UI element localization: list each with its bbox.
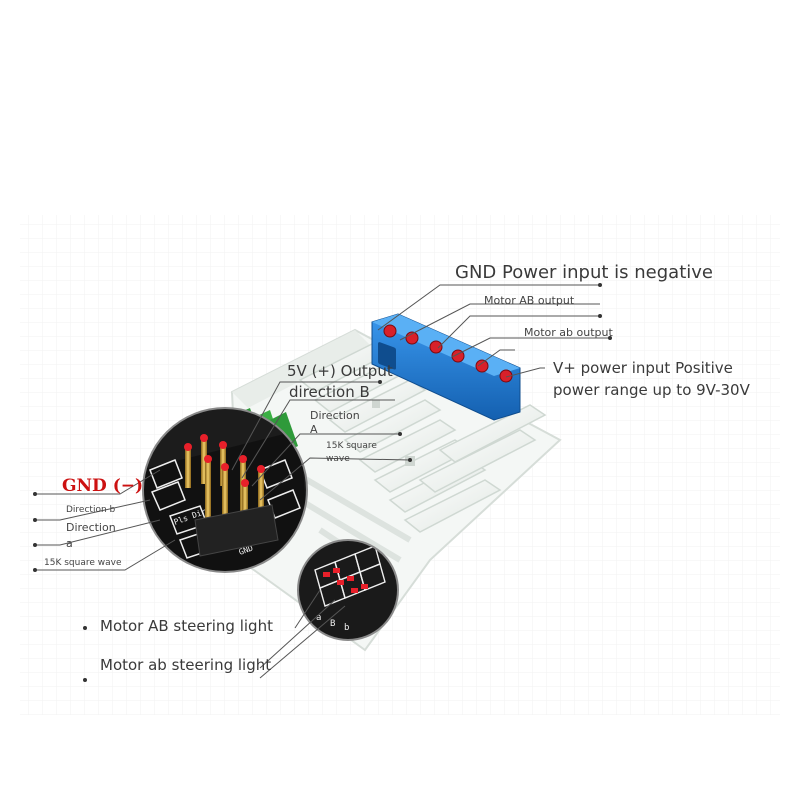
- terminal-block: [371, 313, 521, 421]
- label-gnd-minus: GND (−): [62, 476, 144, 496]
- label-square-wave-left: 15K square wave: [44, 558, 122, 568]
- label-motor-ab-steering-light: Motor ab steering light: [100, 656, 272, 674]
- led-magnifier: a B b: [297, 539, 399, 641]
- label-v-plus-line2: power range up to 9V-30V: [553, 381, 750, 399]
- leader-lines: [35, 284, 610, 679]
- label-v-plus-line1: V+ power input Positive: [553, 359, 733, 377]
- label-direction-b: Direction b: [66, 505, 116, 515]
- svg-text:a: a: [316, 613, 321, 623]
- leader-dots: [33, 283, 612, 682]
- label-direction-B: direction B: [289, 383, 370, 401]
- svg-text:B: B: [330, 619, 335, 629]
- steering-leds: [323, 568, 368, 593]
- label-square-wave-line2: wave: [326, 454, 350, 464]
- pin-header-magnifier: Pls Dir GND: [142, 407, 308, 573]
- header-pins: [184, 434, 265, 534]
- svg-text:b: b: [344, 623, 349, 633]
- heatsink-fins: [298, 339, 547, 533]
- label-direction-a-line2: a: [66, 537, 73, 550]
- label-5v-output: 5V (+) Output: [287, 362, 393, 380]
- label-direction-a-line1: Direction: [66, 521, 116, 534]
- label-direction-A-line2: A: [310, 423, 318, 436]
- label-gnd-power-input: GND Power input is negative: [455, 262, 713, 283]
- label-square-wave-line1: 15K square: [326, 441, 377, 451]
- label-motor-ab-output: Motor ab output: [524, 326, 613, 339]
- label-motor-AB-steering-light: Motor AB steering light: [100, 617, 273, 635]
- label-motor-AB-output: Motor AB output: [484, 294, 575, 307]
- label-direction-A-line1: Direction: [310, 409, 360, 422]
